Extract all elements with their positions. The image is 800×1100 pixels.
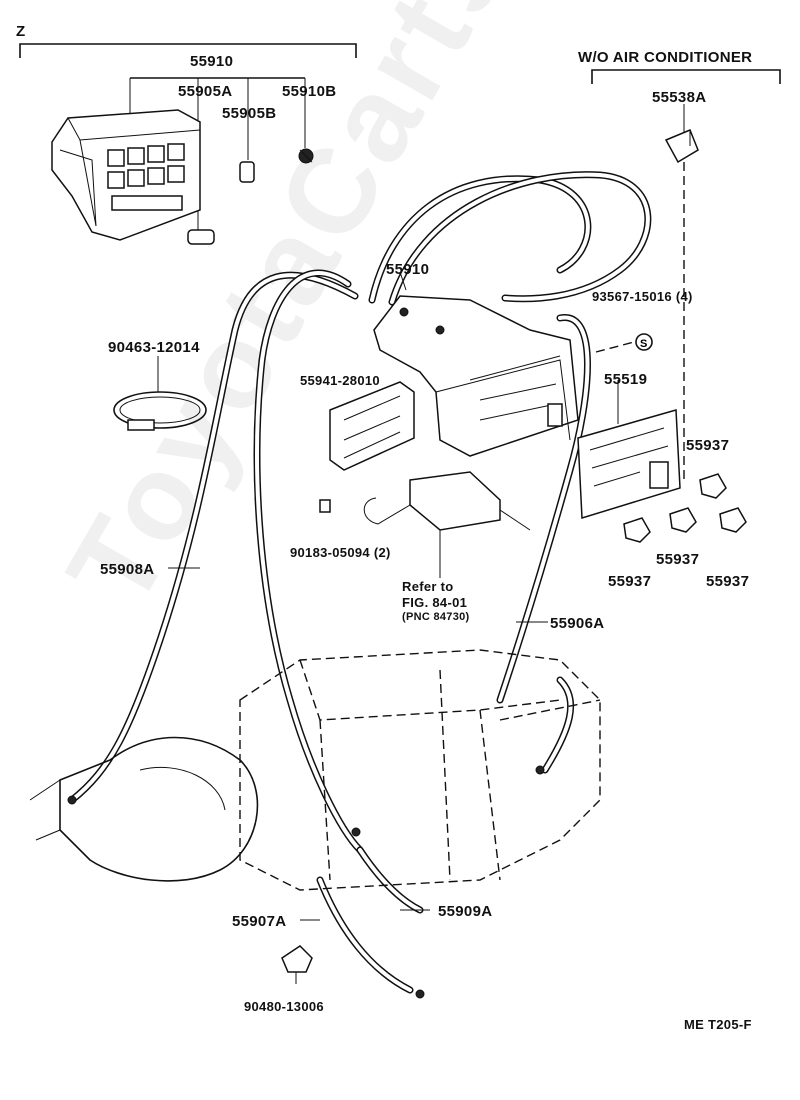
- label-55910-top: 55910: [190, 53, 234, 70]
- label-55937-a: 55937: [686, 437, 730, 454]
- knob-55937-b: [623, 517, 651, 543]
- clip-93567: S: [595, 333, 653, 353]
- svg-text:S: S: [640, 338, 647, 350]
- label-55907a: 55907A: [232, 913, 287, 930]
- bracket-55941: [329, 381, 415, 471]
- grommet-90480: [281, 945, 425, 999]
- leader-lines: [157, 271, 548, 921]
- label-55538a: 55538A: [652, 89, 707, 106]
- label-55937-c: 55937: [608, 573, 652, 590]
- no-ac-bracket: [591, 69, 781, 480]
- knob-55937-d: [719, 507, 747, 533]
- knob-55937-a: [699, 473, 727, 499]
- label-55910-mid: 55910: [386, 261, 430, 278]
- clamp-90463: [113, 380, 207, 431]
- label-55941: 55941-28010: [300, 373, 380, 388]
- label-55909a: 55909A: [438, 903, 493, 920]
- label-55906a: 55906A: [550, 615, 605, 632]
- knob-55538a: [664, 129, 699, 164]
- refer-line-3: (PNC 84730): [402, 611, 470, 623]
- no-ac-heading: W/O AIR CONDITIONER: [578, 49, 753, 66]
- screw-55910b: [298, 148, 314, 164]
- label-90480: 90480-13006: [244, 999, 324, 1014]
- knob-55905a: [187, 229, 215, 245]
- label-90183: 90183-05094 (2): [290, 545, 391, 560]
- control-head-assembly: [51, 109, 201, 241]
- z-bracket: [19, 43, 357, 238]
- label-55910b: 55910B: [282, 83, 337, 100]
- section-z-label: Z: [16, 23, 26, 40]
- footer-code: ME T205-F: [684, 1017, 752, 1032]
- label-55905b: 55905B: [222, 105, 277, 122]
- refer-line-2: FIG. 84-01: [402, 595, 468, 610]
- control-base-55910: [373, 295, 579, 457]
- label-55937-b: 55937: [656, 551, 700, 568]
- label-55908a: 55908A: [100, 561, 155, 578]
- label-55519: 55519: [604, 371, 648, 388]
- knob-55937-c: [669, 507, 697, 533]
- label-55937-d: 55937: [706, 573, 750, 590]
- heater-unit: [29, 649, 601, 891]
- blower-switch: [319, 471, 531, 578]
- panel-plate-55519: [577, 380, 681, 519]
- control-cables: [68, 171, 652, 994]
- refer-line-1: Refer to: [402, 579, 454, 594]
- label-55905a: 55905A: [178, 83, 233, 100]
- label-93567: 93567-15016 (4): [592, 289, 693, 304]
- label-90463: 90463-12014: [108, 339, 200, 356]
- knob-55905b: [239, 161, 255, 183]
